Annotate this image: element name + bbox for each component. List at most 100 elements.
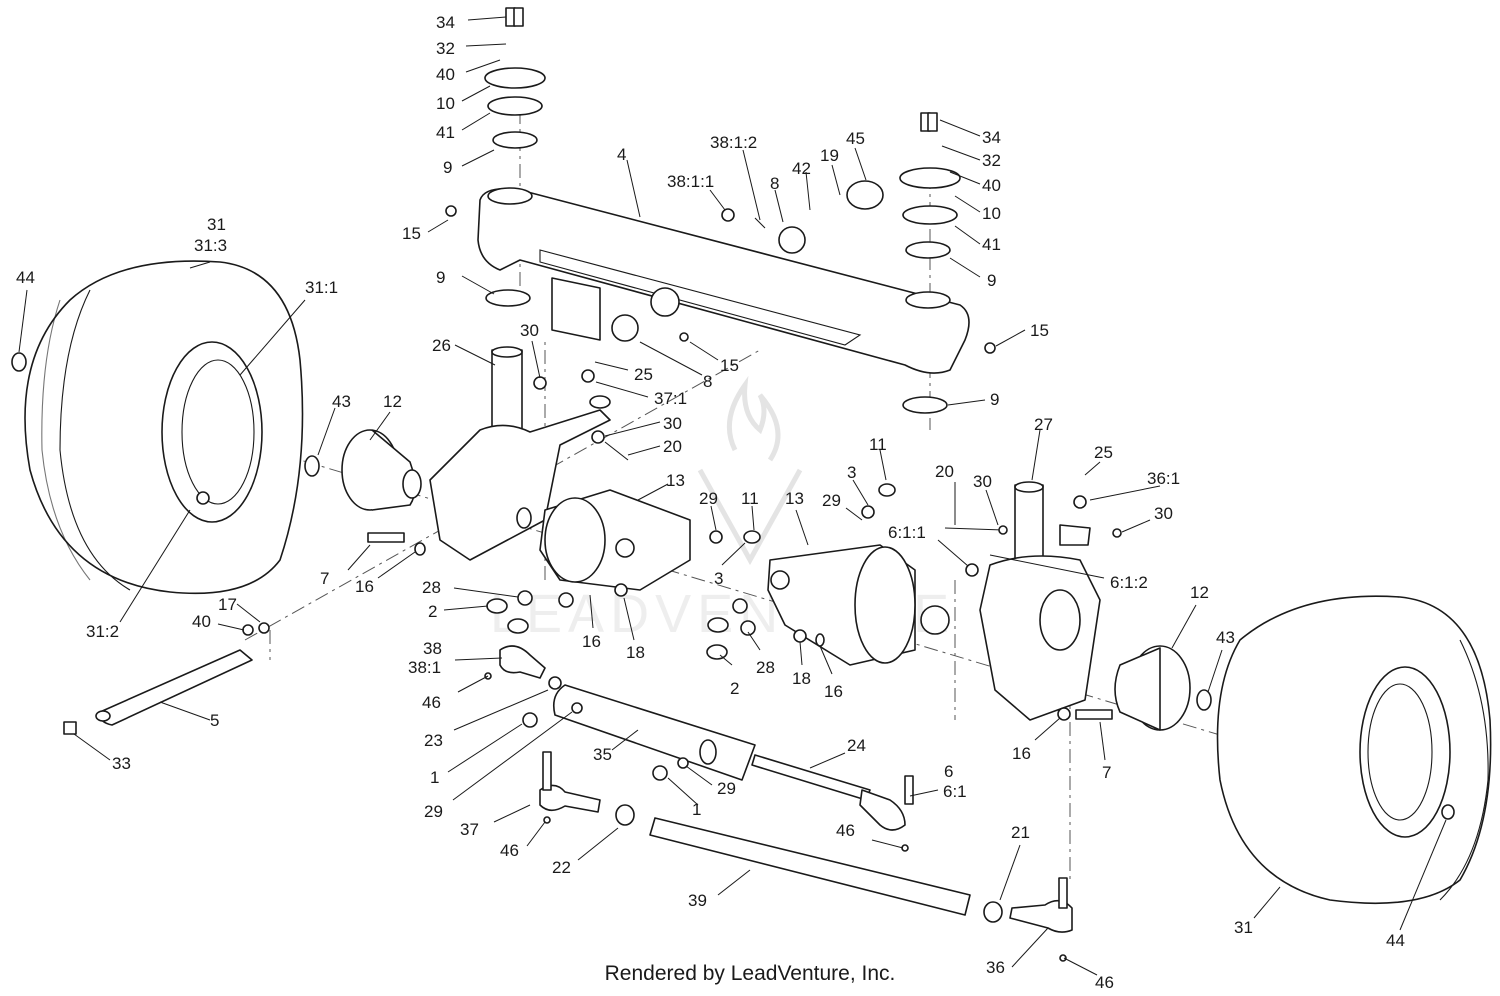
callout-30c: 30 (973, 472, 992, 491)
callout-31-2: 31:2 (86, 622, 119, 641)
callout-15b: 15 (720, 356, 739, 375)
callout-31: 31 (207, 215, 226, 234)
callout-labels: 34 32 40 10 41 9 4 38:1:2 38:1:1 8 42 19… (16, 13, 1405, 992)
callout-18a: 18 (626, 643, 645, 662)
callout-18b: 18 (792, 669, 811, 688)
callout-10b: 10 (982, 204, 1001, 223)
callout-41: 41 (436, 123, 455, 142)
right-hydraulic-motor (767, 544, 950, 666)
callout-4: 4 (617, 145, 626, 164)
tie-rod (615, 804, 1003, 923)
callout-5: 5 (210, 711, 219, 730)
callout-11b: 11 (869, 435, 887, 454)
callout-37-1: 37:1 (654, 389, 687, 408)
callout-44b: 44 (1386, 931, 1405, 950)
callout-26: 26 (432, 336, 451, 355)
callout-15c: 15 (1030, 321, 1049, 340)
callout-44a: 44 (16, 268, 35, 287)
right-hub (1114, 645, 1212, 731)
callout-1b: 1 (692, 800, 701, 819)
callout-29c: 29 (424, 802, 443, 821)
callout-40b: 40 (982, 176, 1001, 195)
callout-29a: 29 (699, 489, 718, 508)
callout-20b: 20 (935, 462, 954, 481)
callout-7a: 7 (320, 569, 329, 588)
callout-42: 42 (792, 159, 811, 178)
callout-12b: 12 (1190, 583, 1209, 602)
callout-22: 22 (552, 858, 571, 877)
callout-29d: 29 (717, 779, 736, 798)
callout-36-1: 36:1 (1147, 469, 1180, 488)
callout-2b: 2 (730, 679, 739, 698)
callout-46b: 46 (500, 841, 519, 860)
steering-cylinder (552, 684, 871, 801)
callout-21: 21 (1011, 823, 1030, 842)
callout-30b: 30 (663, 414, 682, 433)
callout-23: 23 (424, 731, 443, 750)
callout-31-1: 31:1 (305, 278, 338, 297)
callout-38-1-2: 38:1:2 (710, 133, 757, 152)
callout-20a: 20 (663, 437, 682, 456)
right-wheel-tire (1216, 595, 1492, 905)
callout-32b: 32 (982, 151, 1001, 170)
callout-33: 33 (112, 754, 131, 773)
callout-8: 8 (770, 174, 779, 193)
callout-6: 6 (944, 762, 953, 781)
callout-25b: 25 (1094, 443, 1113, 462)
callout-9: 9 (443, 158, 452, 177)
callout-30a: 30 (520, 321, 539, 340)
callout-6-1-2: 6:1:2 (1110, 573, 1148, 592)
callout-3b: 3 (714, 569, 723, 588)
callout-34b: 34 (982, 128, 1001, 147)
callout-43b: 43 (1216, 628, 1235, 647)
callout-35: 35 (593, 745, 612, 764)
callout-31-3: 31:3 (194, 236, 227, 255)
callout-46d: 46 (1095, 973, 1114, 992)
callout-15a: 15 (402, 224, 421, 243)
tie-rod-ends (499, 645, 1073, 933)
callout-34: 34 (436, 13, 455, 32)
callout-3a: 3 (847, 463, 856, 482)
callout-16c: 16 (824, 682, 843, 701)
callout-36: 36 (986, 958, 1005, 977)
callout-2a: 2 (428, 602, 437, 621)
kingpin-bearings (484, 67, 961, 414)
right-spindle-knuckle (979, 481, 1101, 721)
left-wheel-tire (11, 260, 304, 595)
callout-17: 17 (218, 595, 237, 614)
callout-16b: 16 (582, 632, 601, 651)
callout-38-1-1: 38:1:1 (667, 172, 714, 191)
callout-32: 32 (436, 39, 455, 58)
callout-27: 27 (1034, 415, 1053, 434)
callout-40c: 40 (192, 612, 211, 631)
callout-24: 24 (847, 736, 866, 755)
callout-9d: 9 (990, 390, 999, 409)
callout-37: 37 (460, 820, 479, 839)
callout-9c: 9 (436, 268, 445, 287)
callout-1a: 1 (430, 768, 439, 787)
callout-19: 19 (820, 146, 839, 165)
callout-30d: 30 (1154, 504, 1173, 523)
callout-25a: 25 (634, 365, 653, 384)
small-hardware (242, 7, 1122, 962)
callout-31b: 31 (1234, 918, 1253, 937)
callout-7b: 7 (1102, 763, 1111, 782)
callout-46c: 46 (836, 821, 855, 840)
rendered-by-footer: Rendered by LeadVenture, Inc. (604, 962, 896, 985)
left-hub (304, 429, 422, 511)
callout-16d: 16 (1012, 744, 1031, 763)
callout-43a: 43 (332, 392, 351, 411)
left-spindle-knuckle (429, 346, 611, 561)
callout-45: 45 (846, 129, 865, 148)
callout-10: 10 (436, 94, 455, 113)
callout-39: 39 (688, 891, 707, 910)
callout-16a: 16 (355, 577, 374, 596)
callout-40: 40 (436, 65, 455, 84)
callout-8b: 8 (703, 372, 712, 391)
left-hydraulic-motor (516, 489, 691, 591)
drag-link (63, 649, 253, 735)
callout-29b: 29 (822, 491, 841, 510)
front-axle-beam (477, 187, 970, 374)
callout-28a: 28 (422, 578, 441, 597)
